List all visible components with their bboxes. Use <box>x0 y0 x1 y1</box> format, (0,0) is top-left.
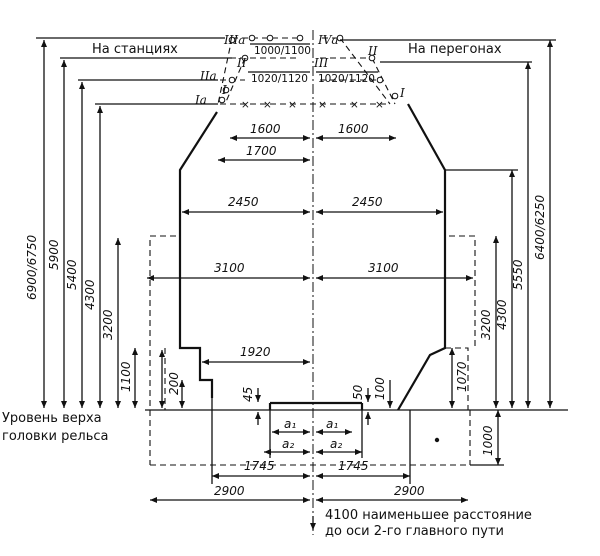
svg-text:×: × <box>288 99 297 111</box>
dim-5400: 5400 <box>65 259 79 290</box>
dim-2900-left: 2900 <box>214 484 245 498</box>
point-I-right: I <box>399 86 405 100</box>
dim-3100-right: 3100 <box>368 261 399 275</box>
dim-50: 50 <box>351 384 365 400</box>
dim-6400-6250: 6400/6250 <box>533 195 547 260</box>
note-min-distance-2: до оси 2-го главного пути <box>325 524 504 539</box>
point-III-right: III <box>313 56 328 70</box>
dim-1700: 1700 <box>246 144 277 158</box>
dim-1000: 1000 <box>481 425 495 456</box>
dim-3100-left: 3100 <box>214 261 245 275</box>
gauge-outline <box>178 103 447 411</box>
svg-text:×: × <box>263 99 272 111</box>
dim-2900-right: 2900 <box>394 484 425 498</box>
label-rail-level-2: головки рельса <box>2 429 108 444</box>
dim-6900-6750: 6900/6750 <box>25 235 39 300</box>
dim-3200-right: 3200 <box>479 309 493 340</box>
point-Ia: Iа <box>194 93 207 107</box>
label-hauls: На перегонах <box>408 42 502 57</box>
dim-1100: 1100 <box>119 361 133 392</box>
svg-text:×: × <box>241 99 250 111</box>
label-stations: На станциях <box>92 42 178 57</box>
svg-text:×: × <box>375 99 384 111</box>
dim-1600-right: 1600 <box>338 122 369 136</box>
station-outline <box>149 210 476 465</box>
point-II-right: II <box>367 44 378 58</box>
svg-text:×: × <box>350 99 359 111</box>
dim-1745-right: 1745 <box>338 459 369 473</box>
top-points: × × × × × × <box>217 34 399 111</box>
dim-45: 45 <box>241 387 255 402</box>
point-IIa: IIа <box>199 69 217 83</box>
dim-1920: 1920 <box>240 345 271 359</box>
dim-1020-1120-left: 1020/1120 <box>251 73 308 85</box>
dim-5900: 5900 <box>47 239 61 270</box>
dim-1600-left: 1600 <box>250 122 281 136</box>
dim-4300-right: 4300 <box>495 299 509 330</box>
dim-a2-left: a₂ <box>282 437 294 451</box>
dim-a1-left: a₁ <box>284 417 296 431</box>
horizontal-dims <box>147 135 473 503</box>
dim-5550: 5550 <box>511 259 525 290</box>
dim-1020-1120-right: 1020/1120 <box>318 73 375 85</box>
point-IVa: IVа <box>317 33 339 47</box>
dim-4300-left: 4300 <box>83 279 97 310</box>
dim-1745-left: 1745 <box>244 459 275 473</box>
dim-1070: 1070 <box>455 361 469 392</box>
point-II-left: II <box>236 56 247 70</box>
dim-200: 200 <box>167 372 181 395</box>
dim-a2-right: a₂ <box>330 437 342 451</box>
vertical-dims <box>36 37 556 466</box>
dim-1000-1100: 1000/1100 <box>254 45 311 57</box>
dim-2450-right: 2450 <box>352 195 383 209</box>
dim-3200-left: 3200 <box>101 309 115 340</box>
point-I-left: I <box>221 83 227 97</box>
note-min-distance-1: 4100 наименьшее расстояние <box>325 508 532 523</box>
dim-2450-left: 2450 <box>228 195 259 209</box>
dim-100: 100 <box>373 377 387 400</box>
point-IIIa: IIIа <box>223 33 245 47</box>
dim-a1-right: a₁ <box>326 417 338 431</box>
svg-text:×: × <box>318 99 327 111</box>
label-rail-level-1: Уровень верха <box>2 411 102 426</box>
